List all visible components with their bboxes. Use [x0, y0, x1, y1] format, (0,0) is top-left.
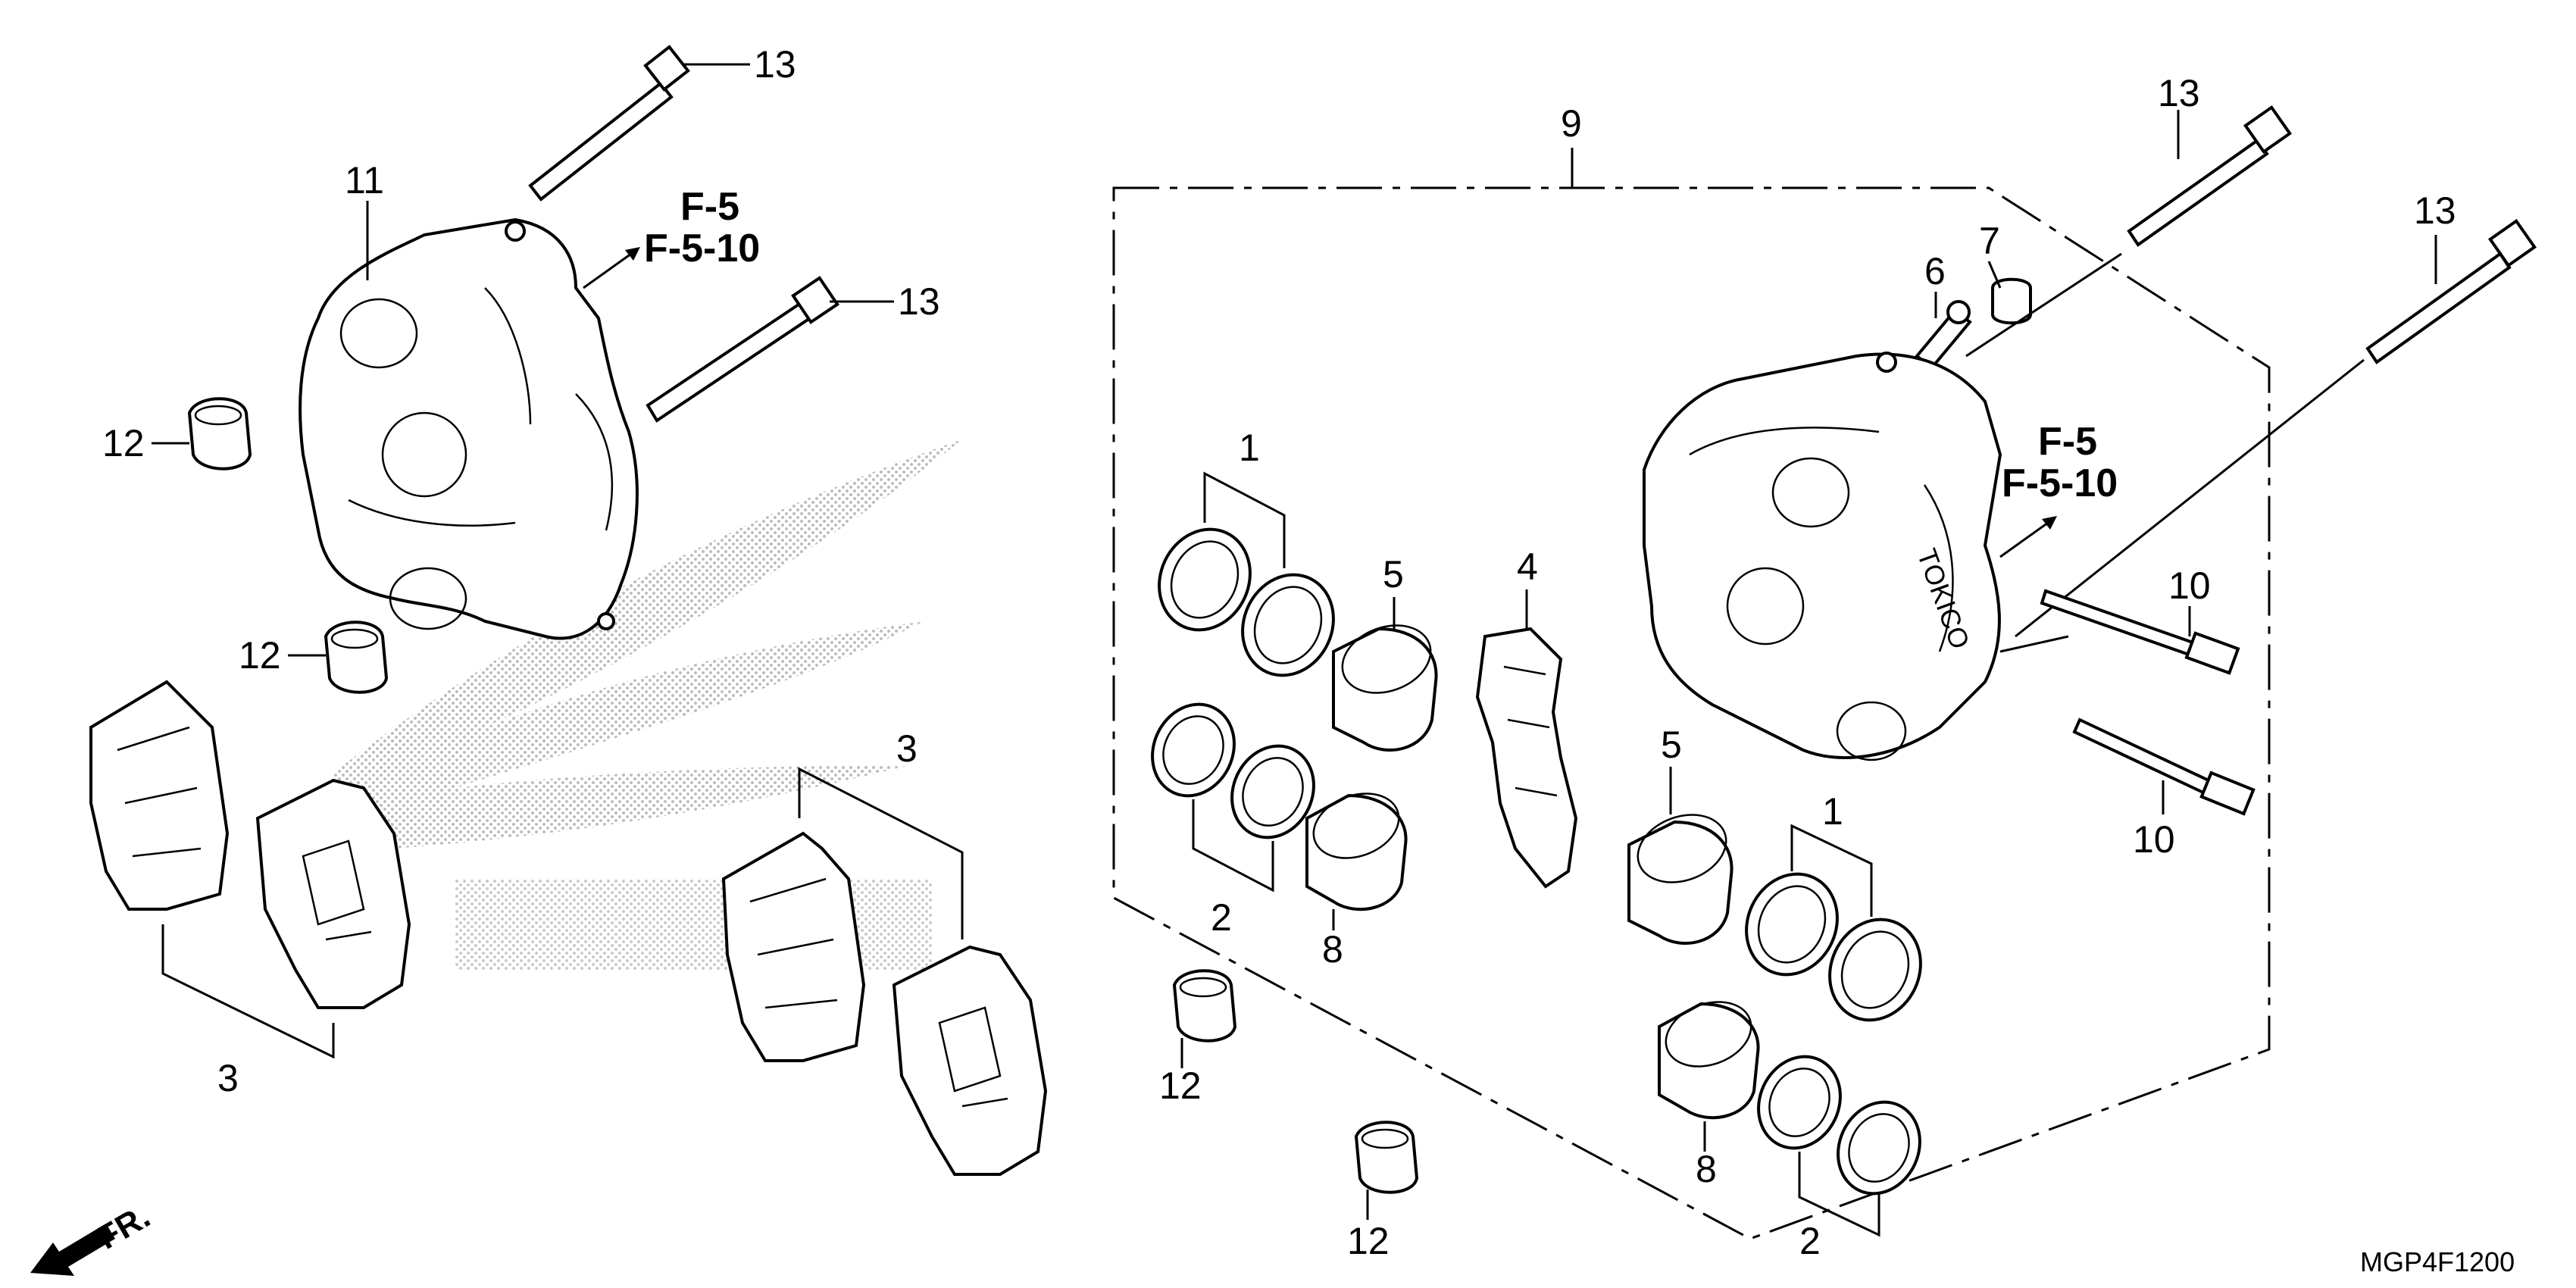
callout-13: 13 — [2414, 189, 2456, 232]
callout-12: 12 — [1347, 1220, 1390, 1262]
callout-8: 8 — [1322, 928, 1343, 971]
callout-13: 13 — [898, 280, 940, 323]
reference-right-line2: F-5-10 — [2002, 461, 2118, 505]
callout-10: 10 — [2168, 564, 2211, 607]
front-direction-indicator: FR. — [30, 1198, 156, 1276]
piston-seal-set-1-right — [1745, 824, 1922, 1022]
callout-7: 7 — [1979, 220, 2000, 262]
reference-left-line2: F-5-10 — [644, 227, 760, 270]
bolt-13-left-upper — [528, 45, 750, 202]
grommet-12-bottom-left — [1172, 969, 1237, 1068]
callout-1: 1 — [1822, 790, 1843, 833]
callout-6: 6 — [1924, 250, 1946, 292]
right-caliper-body: TOKICO — [1643, 352, 2002, 761]
callout-10: 10 — [2133, 818, 2175, 861]
kit-boundary-9 — [1112, 186, 2271, 1240]
callout-2: 2 — [1799, 1220, 1821, 1262]
diagram-code: MGP4F1200 — [2360, 1246, 2515, 1277]
brake-pad-set-3-middle — [721, 767, 1048, 1176]
callout-12: 12 — [102, 422, 145, 464]
callout-3: 3 — [217, 1057, 239, 1099]
callout-1: 1 — [1239, 427, 1260, 469]
slide-pin-10-upper — [2040, 589, 2240, 675]
piston-5-left — [1332, 624, 1438, 752]
callout-3: 3 — [896, 727, 918, 770]
reference-right-line1: F-5 — [2038, 420, 2097, 464]
callout-12: 12 — [1159, 1064, 1202, 1107]
bolt-13-right-upper — [2127, 105, 2293, 247]
dust-seal-set-2-left — [1151, 702, 1315, 893]
grommet-12-bottom-center — [1354, 1121, 1419, 1220]
left-caliper-body — [299, 217, 639, 640]
callout-13: 13 — [2158, 72, 2200, 114]
bolt-13-right-lower — [2365, 218, 2537, 364]
callout-5: 5 — [1661, 724, 1682, 766]
callout-13: 13 — [754, 43, 796, 86]
callout-11: 11 — [345, 159, 384, 202]
callout-2: 2 — [1211, 896, 1232, 939]
reference-arrow-right — [1999, 516, 2057, 558]
callout-8: 8 — [1696, 1148, 1717, 1190]
slide-pin-10-lower — [2072, 717, 2256, 816]
reference-arrow-left — [583, 247, 640, 289]
callout-5: 5 — [1383, 553, 1404, 596]
dust-seal-set-2-right — [1757, 1055, 1921, 1237]
brake-pad-set-3-left — [89, 680, 411, 1059]
bolt-13-left-lower — [646, 276, 894, 423]
front-indicator-label: FR. — [92, 1198, 157, 1257]
piston-5-right — [1627, 814, 1733, 945]
callout-4: 4 — [1517, 546, 1538, 588]
piston-8-left — [1305, 792, 1408, 911]
pad-spring-4 — [1475, 627, 1578, 889]
grommet-12-left-upper — [152, 397, 252, 470]
grommet-12-left-lower — [288, 621, 389, 694]
bleeder-valve-6 — [1915, 300, 1972, 370]
callout-12: 12 — [239, 634, 281, 677]
reference-left-line1: F-5 — [680, 185, 739, 229]
piston-8-right — [1658, 1001, 1760, 1120]
piston-seal-set-1-left — [1158, 471, 1335, 677]
callout-9: 9 — [1561, 102, 1582, 145]
